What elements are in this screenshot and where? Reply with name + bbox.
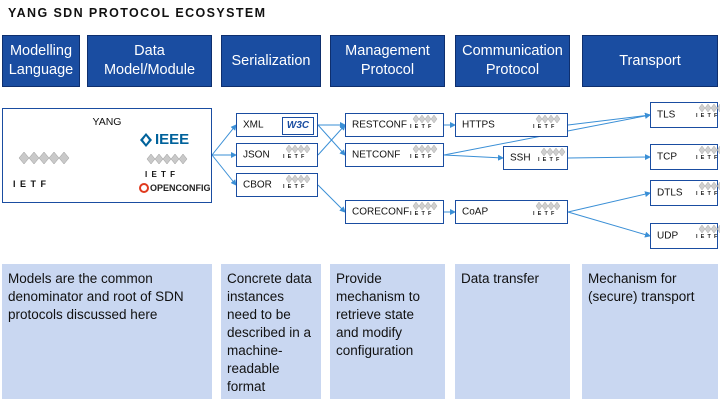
ietf-small-logo-icon: I E T F xyxy=(410,201,440,223)
ietf-small-logo-icon: I E T F xyxy=(538,147,568,169)
ietf-small-logo-icon: I E T F xyxy=(410,114,440,136)
w3c-logo: W3C xyxy=(282,117,314,135)
desc-communication: Data transfer xyxy=(455,264,570,399)
openconfig-logo: OPENCONFIG xyxy=(139,183,211,193)
node-restconf: RESTCONF xyxy=(345,113,444,137)
header-management-protocol: Management Protocol xyxy=(330,35,445,87)
arrow-yang-cbor xyxy=(211,154,237,186)
header-communication-protocol: Communication Protocol xyxy=(455,35,570,87)
desc-transport: Mechanism for (secure) transport xyxy=(582,264,718,399)
ietf-small-logo-icon: I E T F xyxy=(696,145,720,167)
desc-management: Provide mechanism to retrieve state and … xyxy=(330,264,445,399)
ietf-logo-text-2: I E T F xyxy=(145,170,176,179)
arrow-netconf-ssh xyxy=(443,154,504,161)
arrow-coap-dtls xyxy=(567,191,651,213)
arrow-ssh-tcp xyxy=(567,154,651,161)
ietf-small-logo-icon: I E T F xyxy=(410,144,440,166)
arrow-https-tls xyxy=(567,112,651,126)
openconfig-icon xyxy=(139,183,149,193)
ietf-logo-icon-2 xyxy=(146,153,188,165)
ietf-small-logo-icon: I E T F xyxy=(283,144,313,166)
ietf-small-logo-icon: I E T F xyxy=(533,114,563,136)
node-xml: XML W3C xyxy=(236,113,318,137)
ietf-small-logo-icon: I E T F xyxy=(283,174,313,196)
node-cbor: CBOR xyxy=(236,173,318,197)
desc-serialization: Concrete data instances need to be descr… xyxy=(221,264,321,399)
header-data-model: Data Model/Module xyxy=(87,35,212,87)
ieee-diamond-icon xyxy=(140,132,152,147)
arrow-coap-udp xyxy=(567,211,651,238)
node-json: JSON xyxy=(236,143,318,167)
ietf-logo-text: I E T F xyxy=(13,179,47,189)
yang-title: YANG xyxy=(92,116,122,128)
ietf-logo-icon xyxy=(18,151,70,165)
desc-models: Models are the common denominator and ro… xyxy=(2,264,212,399)
ietf-small-logo-icon: I E T F xyxy=(696,103,720,125)
node-coap: CoAP xyxy=(455,200,568,224)
node-https: HTTPS xyxy=(455,113,568,137)
ieee-logo: IEEE xyxy=(139,131,189,148)
ietf-small-logo-icon: I E T F xyxy=(696,181,720,203)
arrow-cbor-coreconf xyxy=(317,184,346,213)
ietf-small-logo-icon: I E T F xyxy=(696,224,720,246)
header-serialization: Serialization xyxy=(221,35,321,87)
yang-box: YANG I E T F IEEE I E T F OPENCONFIG xyxy=(2,108,212,203)
ietf-small-logo-icon: I E T F xyxy=(533,201,563,223)
arrow-json-restconf xyxy=(317,124,346,156)
arrow-yang-xml xyxy=(211,124,237,156)
header-modelling-language: Modelling Language xyxy=(2,35,80,87)
header-transport: Transport xyxy=(582,35,718,87)
diagram-title: YANG SDN PROTOCOL ECOSYSTEM xyxy=(8,6,267,20)
